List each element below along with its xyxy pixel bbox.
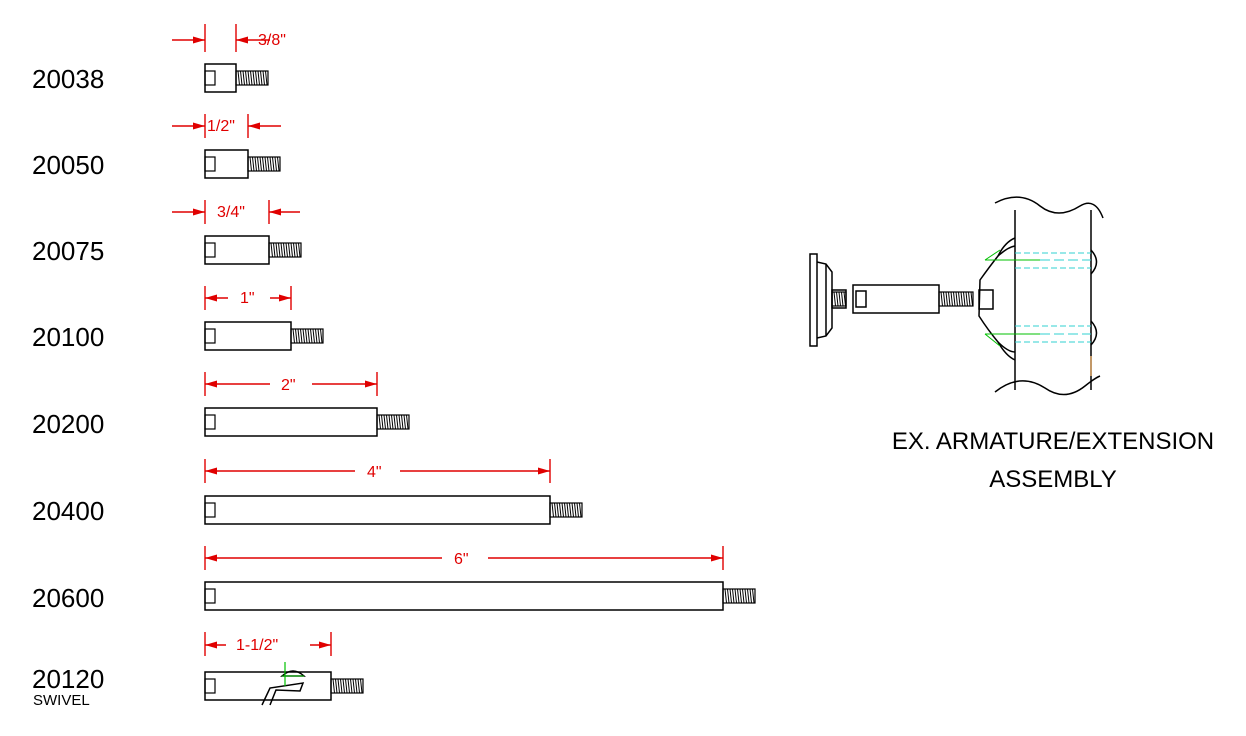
dimension-line-20100 bbox=[204, 286, 292, 310]
extension-thread-20400 bbox=[549, 502, 583, 518]
dimension-line-20400 bbox=[204, 459, 551, 483]
extension-thread-20050 bbox=[247, 156, 281, 172]
dimension-text-20038: 3/8" bbox=[258, 32, 286, 49]
extension-thread-20100 bbox=[290, 328, 324, 344]
assembly-extension-thread bbox=[938, 291, 974, 307]
dimension-text-20120: 1-1/2" bbox=[236, 637, 278, 654]
extension-socket-20038 bbox=[204, 70, 216, 86]
part-label-20400: 20400 bbox=[32, 496, 104, 526]
extension-body-20600 bbox=[204, 581, 724, 611]
dimension-line-20600 bbox=[204, 546, 724, 570]
dimension-text-20400: 4" bbox=[367, 464, 382, 481]
assembly-knob bbox=[809, 253, 847, 347]
extension-thread-20075 bbox=[268, 242, 302, 258]
extension-thread-20200 bbox=[376, 414, 410, 430]
extension-socket-20400 bbox=[204, 502, 216, 518]
assembly-armature bbox=[978, 196, 1104, 396]
extension-20200 bbox=[204, 407, 410, 437]
dimension-text-20600: 6" bbox=[454, 551, 469, 568]
extension-socket-20600 bbox=[204, 588, 216, 604]
knob-thread-stud bbox=[831, 291, 847, 307]
extension-body-20120 bbox=[204, 671, 332, 701]
extension-socket-20050 bbox=[204, 156, 216, 172]
extension-thread-20120 bbox=[330, 678, 364, 694]
part-label-20050: 20050 bbox=[32, 150, 104, 180]
extension-20075 bbox=[204, 235, 302, 265]
extension-body-20050 bbox=[204, 149, 249, 179]
extension-20038 bbox=[204, 63, 269, 93]
part-label-20038: 20038 bbox=[32, 64, 104, 94]
extension-20050 bbox=[204, 149, 281, 179]
dimension-lines bbox=[172, 24, 724, 656]
extension-20100 bbox=[204, 321, 324, 351]
part-label-20075: 20075 bbox=[32, 236, 104, 266]
extension-socket-20120 bbox=[204, 678, 216, 694]
extension-20120 bbox=[204, 671, 364, 701]
dimension-line-20050 bbox=[172, 114, 281, 138]
dimension-text-20075: 3/4" bbox=[217, 204, 245, 221]
part-sublabel-swivel: SWIVEL bbox=[33, 692, 90, 709]
extension-thread-20600 bbox=[722, 588, 756, 604]
dimension-line-20038 bbox=[172, 24, 270, 52]
extension-body-20038 bbox=[204, 63, 237, 93]
assembly-hidden-lines bbox=[984, 249, 1091, 347]
dimension-text-20050: 1/2" bbox=[207, 118, 235, 135]
extension-body-20400 bbox=[204, 495, 551, 525]
assembly-knob-thread bbox=[831, 291, 847, 307]
part-label-20100: 20100 bbox=[32, 322, 104, 352]
extension-body-20100 bbox=[204, 321, 292, 351]
extension-parts bbox=[204, 63, 756, 701]
assembly-caption-line2: ASSEMBLY bbox=[989, 466, 1117, 493]
dimension-line-20075 bbox=[172, 200, 300, 224]
swivel-detail bbox=[261, 662, 306, 706]
extension-socket-20075 bbox=[204, 242, 216, 258]
assembly-extension bbox=[852, 284, 994, 314]
part-label-20200: 20200 bbox=[32, 409, 104, 439]
extension-socket-20100 bbox=[204, 328, 216, 344]
extension-20600 bbox=[204, 581, 756, 611]
extension-socket-20200 bbox=[204, 414, 216, 430]
assembly-thread-stud bbox=[938, 291, 974, 307]
extension-20400 bbox=[204, 495, 583, 525]
dimension-line-20200 bbox=[204, 372, 378, 396]
assembly-caption-line1: EX. ARMATURE/EXTENSION bbox=[892, 428, 1214, 455]
dimension-text-20100: 1" bbox=[240, 290, 255, 307]
extension-thread-20038 bbox=[235, 70, 269, 86]
part-label-20600: 20600 bbox=[32, 583, 104, 613]
extension-body-20200 bbox=[204, 407, 378, 437]
dimension-line-20120 bbox=[204, 632, 332, 656]
assembly-drawing bbox=[809, 196, 1104, 396]
part-label-20120: 20120 bbox=[32, 664, 104, 694]
dimension-text-20200: 2" bbox=[281, 377, 296, 394]
